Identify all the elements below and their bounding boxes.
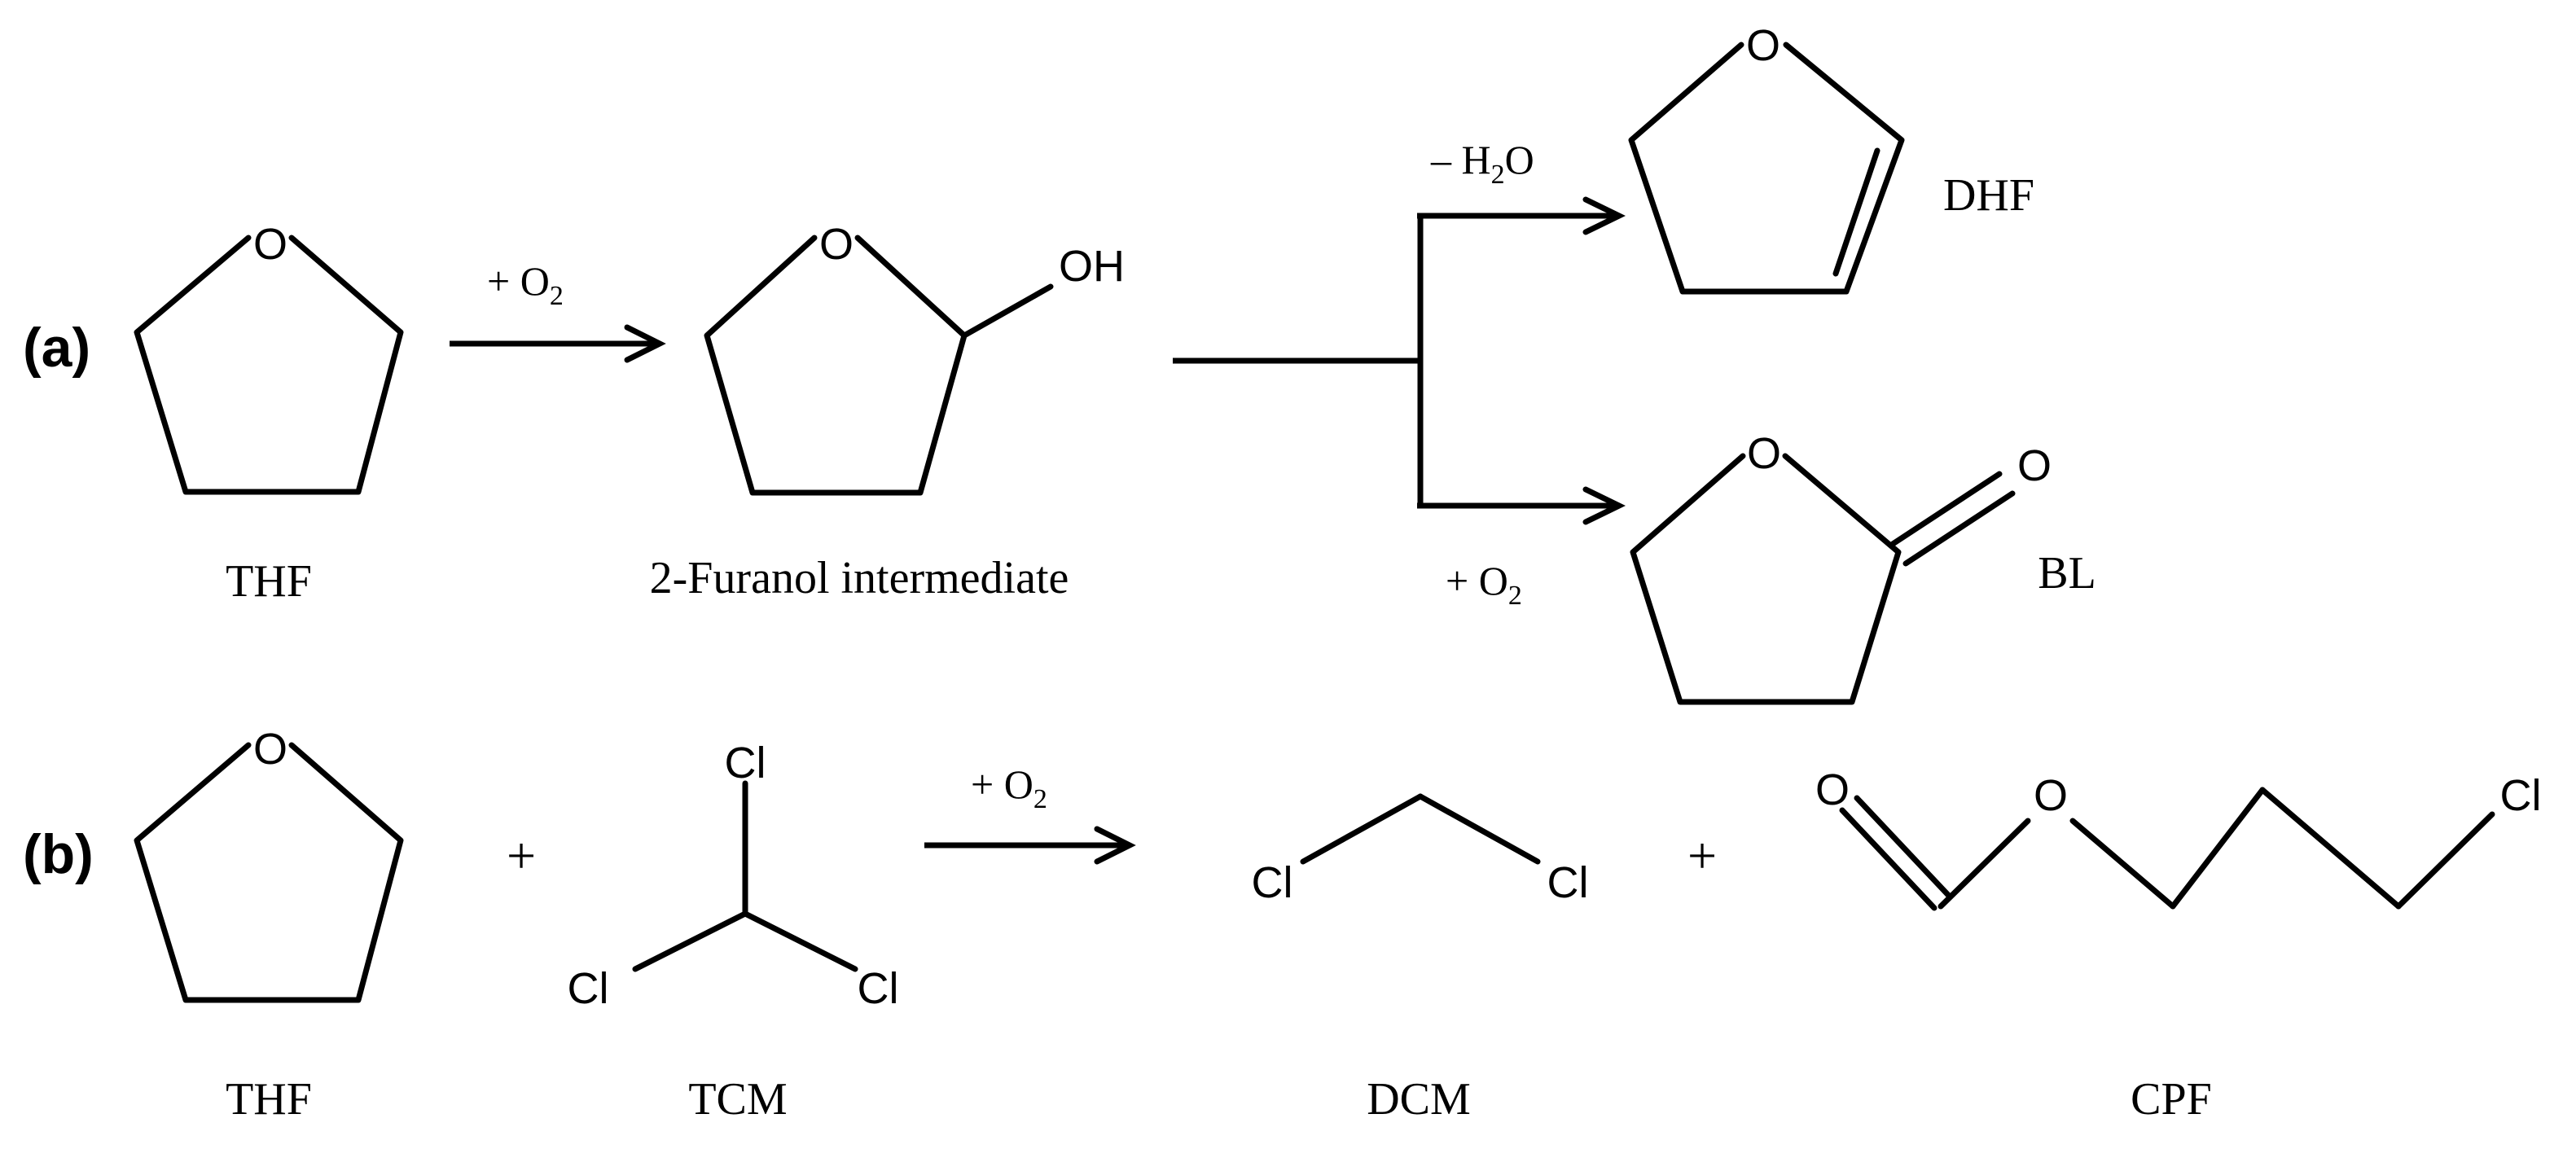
furanol-label: 2-Furanol intermediate bbox=[650, 553, 1069, 603]
reaction-cond-a: + O2 bbox=[487, 258, 564, 311]
dcm-label: DCM bbox=[1367, 1074, 1471, 1125]
dhf-ring-oxygen: O bbox=[1746, 21, 1780, 70]
cpf-carbonyl-oxygen: O bbox=[1815, 765, 1850, 814]
dcm-chlorine-left: Cl bbox=[1252, 858, 1293, 907]
reaction-arrow-b bbox=[924, 826, 1136, 865]
bl-structure: O O bbox=[1630, 429, 2052, 705]
thf-structure-b: O bbox=[134, 725, 404, 1003]
dcm-chlorine-right: Cl bbox=[1547, 858, 1589, 907]
panel-a-tag: (a) bbox=[23, 317, 90, 379]
cpf-ester-oxygen: O bbox=[2034, 771, 2068, 820]
tcm-label: TCM bbox=[688, 1074, 787, 1125]
furanol-hydroxyl: OH bbox=[1059, 242, 1125, 291]
thf-b-label: THF bbox=[226, 1074, 312, 1125]
cpf-structure: O O Cl bbox=[1815, 765, 2542, 911]
cpf-chlorine: Cl bbox=[2500, 771, 2542, 820]
panel-b-tag: (b) bbox=[23, 823, 94, 885]
dhf-structure: O bbox=[1628, 21, 1905, 295]
dcm-structure: Cl Cl bbox=[1252, 793, 1589, 907]
dhf-label: DHF bbox=[1943, 170, 2034, 221]
tcm-chlorine-right: Cl bbox=[858, 964, 899, 1013]
reaction-cond-b: + O2 bbox=[971, 761, 1047, 814]
upper-condition: – H2O bbox=[1430, 137, 1534, 190]
plus-sign-1: + bbox=[507, 827, 536, 884]
lower-condition: + O2 bbox=[1446, 558, 1522, 611]
reaction-arrow-a bbox=[450, 324, 666, 363]
bl-label: BL bbox=[2038, 548, 2096, 599]
furanol-structure: O OH bbox=[704, 220, 1125, 496]
thf-a-label: THF bbox=[226, 556, 312, 607]
bl-carbonyl-oxygen: O bbox=[2017, 441, 2052, 490]
branch-arrows bbox=[1173, 196, 1626, 525]
tcm-chlorine-top: Cl bbox=[725, 739, 766, 787]
tcm-chlorine-left: Cl bbox=[568, 964, 609, 1013]
cpf-label: CPF bbox=[2131, 1074, 2212, 1125]
thf-a-ring-oxygen: O bbox=[253, 220, 287, 269]
tcm-structure: Cl Cl Cl bbox=[568, 739, 899, 1013]
thf-structure-a: O bbox=[134, 220, 404, 495]
thf-b-ring-oxygen: O bbox=[253, 725, 287, 774]
plus-sign-2: + bbox=[1687, 827, 1717, 884]
furanol-ring-oxygen: O bbox=[819, 220, 854, 269]
bl-ring-oxygen: O bbox=[1747, 429, 1781, 478]
